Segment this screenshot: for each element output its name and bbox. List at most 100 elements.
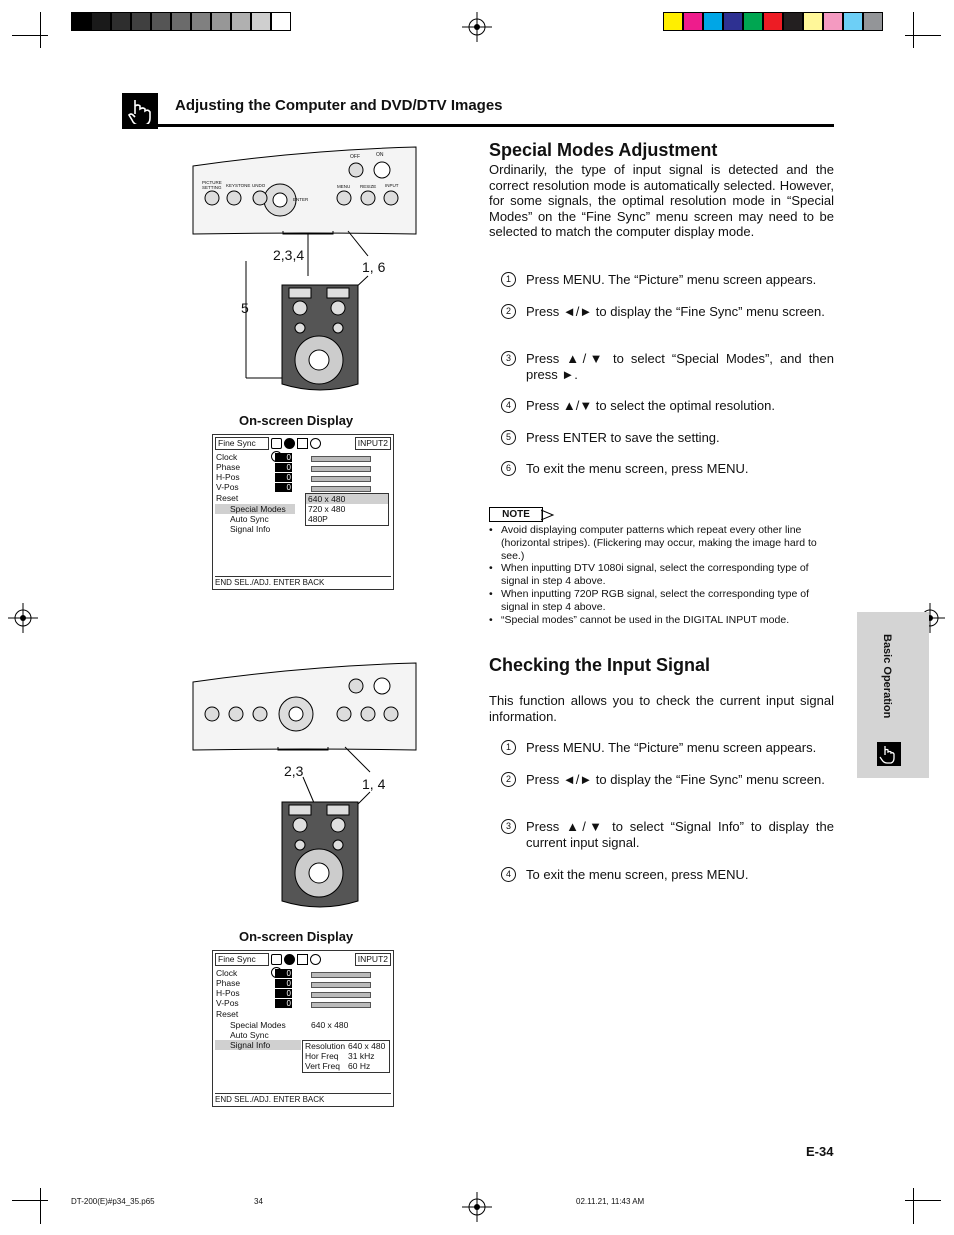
osd-slider <box>311 982 371 988</box>
color-swatch <box>111 12 131 31</box>
osd-row-value: 0 <box>275 969 292 978</box>
osd-row-value: 0 <box>275 999 292 1008</box>
step-text: Press ENTER to save the setting. <box>526 430 720 445</box>
step-text: Press ▲/▼ to select “Special Modes”, and… <box>526 351 834 382</box>
crop-mark <box>905 1200 941 1201</box>
color-swatch <box>763 12 783 31</box>
color-swatch <box>723 12 743 31</box>
osd-reset: Reset <box>216 493 239 503</box>
step-number: 1 <box>501 740 516 755</box>
osd-row-label: Clock <box>216 452 238 462</box>
registration-mark-icon <box>462 1192 492 1222</box>
label-off: OFF <box>350 154 360 160</box>
color-swatch <box>91 12 111 31</box>
on-screen-display-1: Fine Sync INPUT2 Clock 0 Phase 0 H-Pos 0… <box>212 434 394 590</box>
color-swatch <box>663 12 683 31</box>
callout-2-3: 2,3 <box>284 763 304 779</box>
step: 5 Press ENTER to save the setting. <box>501 430 834 446</box>
label-on: ON <box>376 152 384 158</box>
osd-row-label: V-Pos <box>216 998 239 1008</box>
remote-control <box>281 284 359 391</box>
label-undo: UNDO <box>252 183 266 188</box>
osd-resolution-list: 640 x 480 720 x 480 480P <box>305 493 389 526</box>
osd-auto-sync: Auto Sync <box>230 1030 269 1040</box>
osd-option: 640 x 480 <box>306 494 388 504</box>
osd-special-modes: Special Modes <box>215 504 295 514</box>
projector-panel <box>192 662 417 751</box>
label-resize: RESIZE <box>360 184 377 189</box>
osd-row-label: Phase <box>216 978 241 988</box>
side-tab-label: Basic Operation <box>881 634 893 719</box>
notes-list: Avoid displaying computer patterns which… <box>489 524 834 626</box>
color-swatch <box>743 12 763 31</box>
label-picture-setting: PICTURE SETTING <box>202 180 222 190</box>
crop-mark <box>12 35 48 36</box>
osd-row-label: Phase <box>216 462 241 472</box>
label-keystone: KEYSTONE <box>226 183 251 188</box>
note-badge: NOTE <box>489 507 543 522</box>
remote-control <box>281 801 359 908</box>
crop-mark <box>905 35 941 36</box>
footer-file: DT-200(E)#p34_35.p65 <box>71 1197 155 1206</box>
osd-menu-icons <box>271 438 331 462</box>
osd-row-label: H-Pos <box>216 988 240 998</box>
crop-mark <box>12 1200 48 1201</box>
note-item: When inputting 720P RGB signal, select t… <box>489 588 834 614</box>
step: 1 Press MENU. The “Picture” menu screen a… <box>501 740 834 756</box>
label-input: INPUT <box>385 183 399 188</box>
color-swatch <box>151 12 171 31</box>
crop-mark <box>913 12 914 48</box>
osd-tab-fine-sync: Fine Sync <box>215 437 269 450</box>
osd-option: 720 x 480 <box>308 504 346 514</box>
osd-signal-info: Signal Info <box>230 524 271 534</box>
note-item: Avoid displaying computer patterns which… <box>489 524 834 562</box>
note-item: When inputting DTV 1080i signal, select … <box>489 562 834 588</box>
step-text: Press ▲/▼ to select “Signal Info” to dis… <box>526 819 834 850</box>
label-menu: MENU <box>337 184 351 189</box>
page-number: E-34 <box>806 1144 834 1159</box>
osd-label: On-screen Display <box>239 413 354 428</box>
color-swatch <box>803 12 823 31</box>
checking-input-title: Checking the Input Signal <box>489 655 711 675</box>
osd-special-modes: Special Modes <box>230 1020 286 1030</box>
color-swatch <box>271 12 291 31</box>
osd-signal-info: Signal Info <box>215 1040 301 1050</box>
callout-1-6: 1, 6 <box>362 259 386 275</box>
callout-2-3-4: 2,3,4 <box>273 247 305 263</box>
footer-timestamp: 02.11.21, 11:43 AM <box>576 1197 645 1206</box>
step: 3 Press ▲/▼ to select “Special Modes”, an… <box>501 351 834 382</box>
osd-tab-fine-sync: Fine Sync <box>215 953 269 966</box>
step-text: Press MENU. The “Picture” menu screen ap… <box>526 740 817 755</box>
section-heading: Adjusting the Computer and DVD/DTV Image… <box>175 97 503 114</box>
footer-sheet: 34 <box>254 1197 263 1206</box>
osd-slider <box>311 456 371 462</box>
osd-row-value: 0 <box>275 989 292 998</box>
side-tab: Basic Operation <box>857 612 929 778</box>
step-number: 3 <box>501 351 516 366</box>
osd-row-label: V-Pos <box>216 482 239 492</box>
osd-auto-sync: Auto Sync <box>230 514 269 524</box>
step-text: To exit the menu screen, press MENU. <box>526 867 749 882</box>
color-swatch <box>211 12 231 31</box>
checking-input-intro: This function allows you to check the cu… <box>489 693 834 724</box>
color-swatch <box>823 12 843 31</box>
step-number: 5 <box>501 430 516 445</box>
label-enter: ENTER <box>293 197 309 202</box>
osd-row-value: 0 <box>275 463 292 472</box>
color-swatch <box>71 12 91 31</box>
osd-slider <box>311 972 371 978</box>
step-text: To exit the menu screen, press MENU. <box>526 461 749 476</box>
crop-mark <box>40 1188 41 1224</box>
osd-input: INPUT2 <box>354 437 391 450</box>
osd-slider <box>311 1002 371 1008</box>
osd-row-value: 0 <box>275 483 292 492</box>
step-text: Press ◄/► to display the “Fine Sync” men… <box>526 304 825 319</box>
